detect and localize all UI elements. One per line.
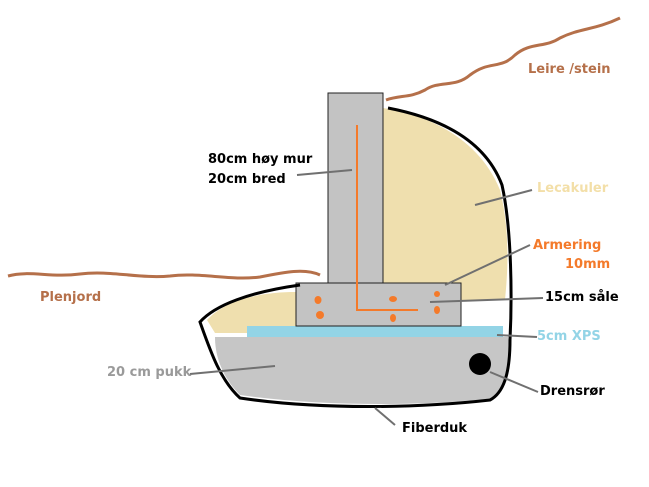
fiber-fabric-outline bbox=[198, 106, 513, 408]
rebar-size-label: 10mm bbox=[565, 257, 611, 272]
footing-label: 15cm såle bbox=[545, 290, 619, 305]
leca-label: Lecakuler bbox=[537, 181, 609, 196]
wall-height-label: 80cm høy mur bbox=[208, 152, 313, 167]
wall-width-label: 20cm bred bbox=[208, 172, 286, 187]
rebar-label: Armering bbox=[533, 238, 602, 253]
xps-insulation bbox=[247, 326, 503, 337]
wall bbox=[327, 92, 384, 284]
gravel-fill bbox=[215, 337, 510, 404]
gravel-label: 20 cm pukk bbox=[107, 365, 192, 380]
leca-fill-left bbox=[207, 292, 296, 333]
footing bbox=[295, 282, 462, 327]
soil-line-left bbox=[7, 269, 321, 280]
pointer-lines bbox=[189, 169, 544, 426]
drain-label: Drensrør bbox=[540, 384, 605, 399]
xps-label: 5cm XPS bbox=[537, 329, 601, 344]
leca-fill bbox=[383, 108, 508, 300]
clay-label: Leire /stein bbox=[528, 62, 611, 77]
fabric-label: Fiberduk bbox=[402, 421, 468, 436]
rebar bbox=[356, 125, 418, 311]
topsoil-label: Plenjord bbox=[40, 290, 102, 305]
soil-line-right bbox=[385, 16, 621, 102]
rebar-dots bbox=[314, 291, 440, 322]
drain-pipe bbox=[469, 353, 491, 375]
